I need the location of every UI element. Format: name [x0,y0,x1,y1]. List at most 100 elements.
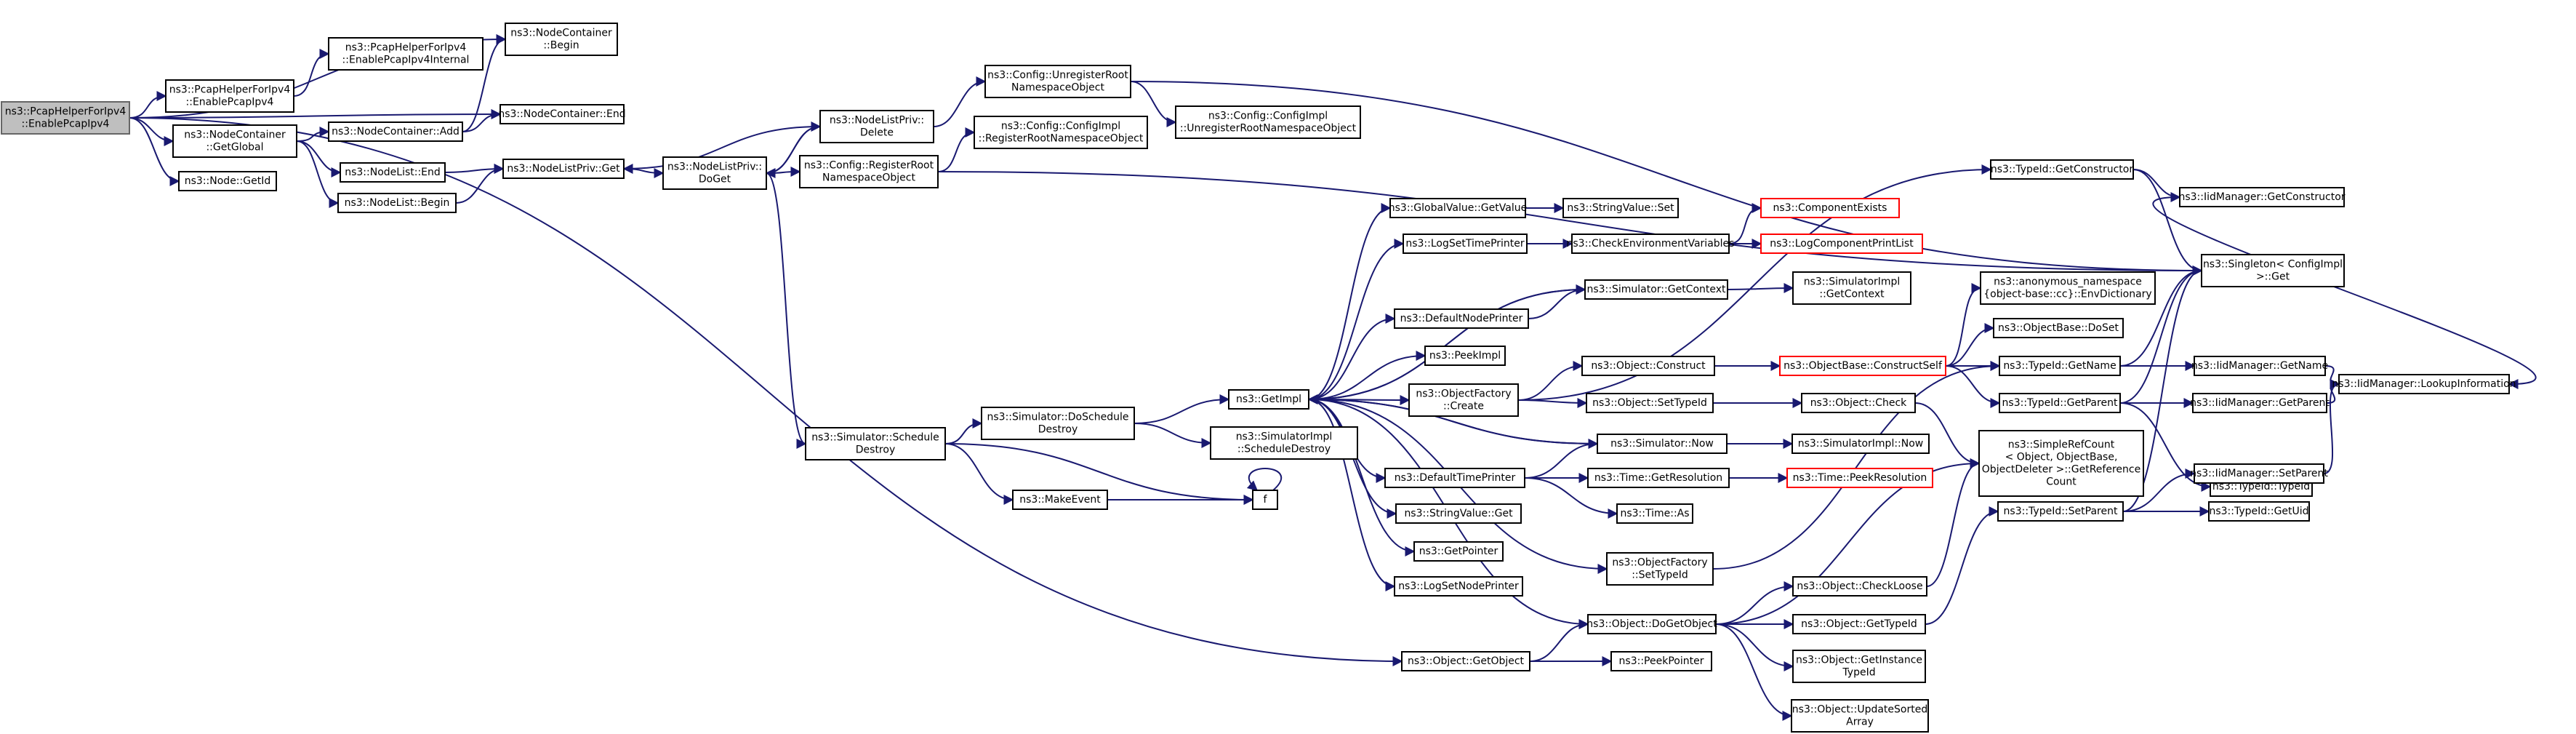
edge-deftimeprinter-to-time_as [1524,477,1618,519]
node-nlp_get[interactable]: ns3::NodeListPriv::Get [502,159,625,179]
node-makeevent[interactable]: ns3::MakeEvent [1012,490,1108,510]
edge-nc_getglobal-to-nl_begin [296,140,340,208]
node-sv_get[interactable]: ns3::StringValue::Get [1395,503,1522,524]
node-box [1389,198,1526,218]
node-cfgimpl_unreg[interactable]: ns3::Config::ConfigImpl::UnregisterRootN… [1175,105,1361,139]
node-sim_now[interactable]: ns3::Simulator::Now [1597,434,1728,454]
node-logcomplist[interactable]: ns3::LogComponentPrintList [1760,234,1923,254]
node-peekimpl[interactable]: ns3::PeekImpl [1424,346,1506,366]
node-gv_getvalue[interactable]: ns3::GlobalValue::GetValue [1389,198,1527,218]
node-logsetnode[interactable]: ns3::LogSetNodePrinter [1394,576,1523,597]
node-cfgimpl_reg[interactable]: ns3::Config::ConfigImpl::RegisterRootNam… [974,116,1148,149]
node-time_peekres[interactable]: ns3::Time::PeekResolution [1786,468,1933,488]
node-label: ns3::TypeId::GetName [2003,360,2116,372]
node-label: ns3::PcapHelperForIpv4 [345,42,467,54]
edge-obj_dogetobject-to-obj_checkloose [1715,581,1794,625]
node-singleton_get[interactable]: ns3::Singleton< ConfigImpl >::Get [2201,254,2345,287]
node-cfg_unreg[interactable]: ns3::Config::UnregisterRootNamespaceObje… [984,65,1131,98]
node-label: ns3::Time::As [1620,508,1689,519]
edge-ob_constructself-to-anon_envdict [1945,283,1982,367]
node-nc_add[interactable]: ns3::NodeContainer::Add [328,121,463,142]
node-label: ns3::PeekImpl [1429,350,1501,362]
node-time_as[interactable]: ns3::Time::As [1616,503,1693,524]
node-obj_getobject[interactable]: ns3::Object::GetObject [1401,651,1530,671]
node-peekpointer[interactable]: ns3::PeekPointer [1610,651,1712,671]
node-nl_end[interactable]: ns3::NodeList::End [340,162,446,183]
node-tid_getuid[interactable]: ns3::TypeId::GetUid [2208,501,2310,522]
node-nc_end[interactable]: ns3::NodeContainer::End [498,104,626,124]
node-obj_checkloose[interactable]: ns3::Object::CheckLoose [1792,576,1927,597]
node-nl_begin[interactable]: ns3::NodeList::Begin [337,193,457,213]
edge-of_create-to-obj_construct [1517,361,1584,401]
node-box [1228,389,1309,410]
node-tid_getparent[interactable]: ns3::TypeId::GetParent [1999,393,2121,413]
node-node_getid[interactable]: ns3::Node::GetId [178,171,277,191]
edge-f-to-f [1246,468,1283,491]
node-srefcount[interactable]: ns3::SimpleRefCount< Object, ObjectBase,… [1978,430,2144,497]
node-tid_setparent[interactable]: ns3::TypeId::SetParent [1997,501,2124,522]
node-simimpl_sched[interactable]: ns3::SimulatorImpl::ScheduleDestroy [1210,426,1358,460]
node-obj_settypeid[interactable]: ns3::Object::SetTypeId [1586,393,1714,413]
node-iid_lookup[interactable]: ns3::IidManager::LookupInformation [2332,374,2516,394]
node-ob_doset[interactable]: ns3::ObjectBase::DoSet [1993,318,2124,338]
node-phi_int[interactable]: ns3::PcapHelperForIpv4::EnablePcapIpv4In… [328,37,483,71]
node-simimpl_getctx[interactable]: ns3::SimulatorImpl::GetContext [1792,271,1911,305]
node-root[interactable]: ns3::PcapHelperForIpv4::EnablePcapIpv4 [1,101,130,135]
node-getimpl[interactable]: ns3::GetImpl [1228,389,1309,410]
node-iid_getctor[interactable]: ns3::IidManager::GetConstructor [2178,187,2346,207]
node-cfg_reg[interactable]: ns3::Config::RegisterRootNamespaceObject [799,155,939,188]
node-f[interactable]: f [1252,490,1278,510]
node-box [340,162,446,183]
node-sv_set[interactable]: ns3::StringValue::Set [1562,198,1679,218]
edge-nlp_delete-to-nlp_get [622,126,821,174]
node-time_getres[interactable]: ns3::Time::GetResolution [1587,468,1730,488]
edge-root-to-phi_en [129,91,167,119]
node-sim_getctx[interactable]: ns3::Simulator::GetContext [1584,279,1728,300]
node-of_settypeid[interactable]: ns3::ObjectFactory::SetTypeId [1606,552,1714,586]
node-compexists[interactable]: ns3::ComponentExists [1760,198,1900,218]
edge-tid_getname-to-singleton_get [2119,266,2203,367]
node-obj_dogetobject[interactable]: ns3::Object::DoGetObject [1586,614,1717,634]
node-logsettime[interactable]: ns3::LogSetTimePrinter [1403,234,1528,254]
node-label: ns3::SimpleRefCount [2008,439,2115,451]
edge-getimpl-to-logsettime [1308,239,1405,400]
node-tid_getname[interactable]: ns3::TypeId::GetName [1999,356,2121,376]
node-iid_getparent[interactable]: ns3::IidManager::GetParent [2190,393,2330,413]
node-iid_getname[interactable]: ns3::IidManager::GetName [2191,356,2328,376]
node-defnodeprinter[interactable]: ns3::DefaultNodePrinter [1394,308,1529,329]
node-obj_check[interactable]: ns3::Object::Check [1801,393,1916,413]
node-tid_getctor[interactable]: ns3::TypeId::GetConstructor [1990,159,2134,180]
node-anon_envdict[interactable]: ns3::anonymous_namespace{object-base::cc… [1980,271,2156,305]
edge-nl_begin-to-nlp_get [455,164,505,204]
edge-nlp_delete-to-nlp_doget [765,126,821,178]
node-obj_construct[interactable]: ns3::Object::Construct [1581,356,1715,376]
node-label: ::RegisterRootNamespaceObject [979,133,1144,145]
node-nc_begin[interactable]: ns3::NodeContainer::Begin [505,23,618,56]
node-nlp_doget[interactable]: ns3::NodeListPriv::DoGet [662,156,767,190]
node-box [819,110,934,143]
node-ob_constructself[interactable]: ns3::ObjectBase::ConstructSelf [1779,356,1946,376]
node-label: ns3::IidManager::GetConstructor [2178,191,2345,203]
node-label: ns3::Simulator::DoSchedule [987,412,1129,423]
node-obj_gettypeid[interactable]: ns3::Object::GetTypeId [1792,614,1926,634]
node-deftimeprinter[interactable]: ns3::DefaultTimePrinter [1384,468,1525,488]
node-iid_setparent[interactable]: ns3::IidManager::SetParent [2190,463,2328,484]
node-box [1792,271,1911,305]
node-phi_en[interactable]: ns3::PcapHelperForIpv4::EnablePcapIpv4 [165,79,294,113]
node-label: ::Create [1443,401,1484,412]
edge-sim_getctx-to-getimpl [1307,289,1586,404]
node-nc_getglobal[interactable]: ns3::NodeContainer::GetGlobal [172,124,297,158]
node-getpointer[interactable]: ns3::GetPointer [1413,541,1504,562]
node-simimpl_now[interactable]: ns3::SimulatorImpl::Now [1791,434,1930,454]
node-checkenv[interactable]: ns3::CheckEnvironmentVariables [1567,234,1735,254]
node-sim_sched[interactable]: ns3::Simulator::ScheduleDestroy [805,427,946,460]
node-label: ns3::SimulatorImpl [1804,276,1901,288]
node-box [1616,503,1693,524]
node-label: ns3::TypeId::GetParent [2002,397,2118,409]
node-label: ns3::Object::CheckLoose [1797,581,1922,592]
node-nlp_delete[interactable]: ns3::NodeListPriv::Delete [819,110,934,143]
node-of_create[interactable]: ns3::ObjectFactory::Create [1408,383,1519,417]
